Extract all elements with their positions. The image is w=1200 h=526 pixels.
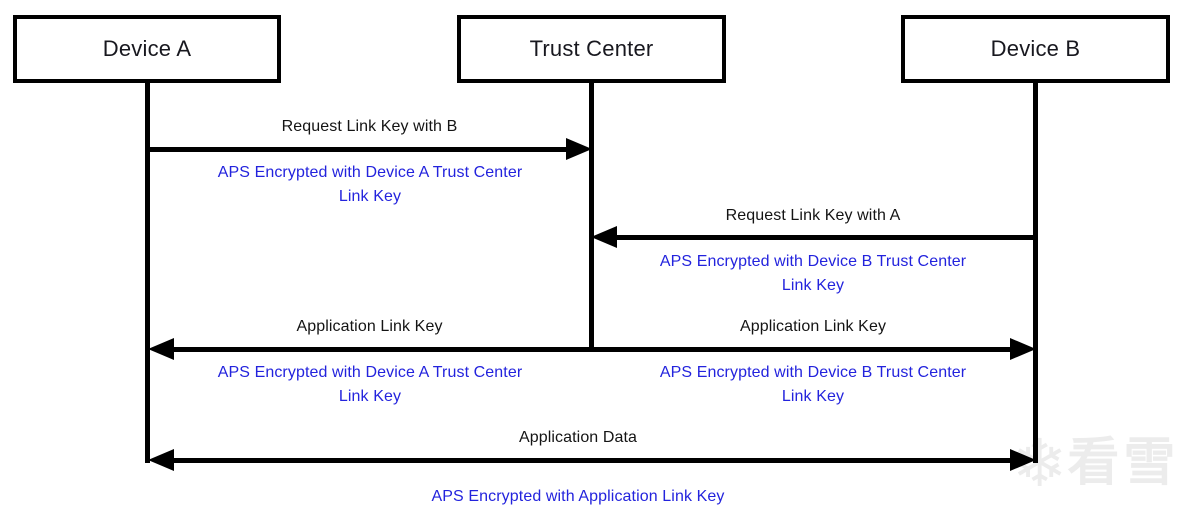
message-3-arrowhead-right-icon xyxy=(1010,338,1036,360)
message-4-label: Application Data xyxy=(518,429,638,446)
message-2-arrowhead-left-icon xyxy=(591,226,617,248)
lifeline-device-b xyxy=(1033,83,1038,463)
message-3-caption-right: APS Encrypted with Device B Trust Center… xyxy=(659,364,967,405)
message-1-caption: APS Encrypted with Device A Trust Center… xyxy=(217,164,523,205)
message-3-label-left: Application Link Key xyxy=(296,318,443,335)
lifeline-device-a xyxy=(145,83,150,463)
lifeline-trust-center xyxy=(589,83,594,352)
message-1-arrowhead-right-icon xyxy=(566,138,592,160)
message-2-line xyxy=(615,235,1035,240)
message-2-label: Request Link Key with A xyxy=(725,207,901,224)
actor-box-device-a: Device A xyxy=(13,15,281,83)
actor-label-device-b: Device B xyxy=(990,36,1081,61)
message-4-caption: APS Encrypted with Application Link Key xyxy=(431,488,725,505)
message-1-label: Request Link Key with B xyxy=(281,118,458,135)
message-3-arrowhead-left-icon xyxy=(148,338,174,360)
message-1-line xyxy=(148,147,569,152)
message-4-arrowhead-left-icon xyxy=(148,449,174,471)
message-3-label-right: Application Link Key xyxy=(739,318,887,335)
actor-label-device-a: Device A xyxy=(102,36,192,61)
actor-box-device-b: Device B xyxy=(901,15,1170,83)
message-3-line xyxy=(172,347,1010,352)
actor-label-trust-center: Trust Center xyxy=(529,36,654,61)
message-2-caption: APS Encrypted with Device B Trust Center… xyxy=(659,253,967,294)
message-4-arrowhead-right-icon xyxy=(1010,449,1036,471)
actor-box-trust-center: Trust Center xyxy=(457,15,726,83)
message-3-caption-left: APS Encrypted with Device A Trust Center… xyxy=(217,364,523,405)
message-4-line xyxy=(172,458,1010,463)
watermark-text: 看雪 xyxy=(1067,434,1180,492)
